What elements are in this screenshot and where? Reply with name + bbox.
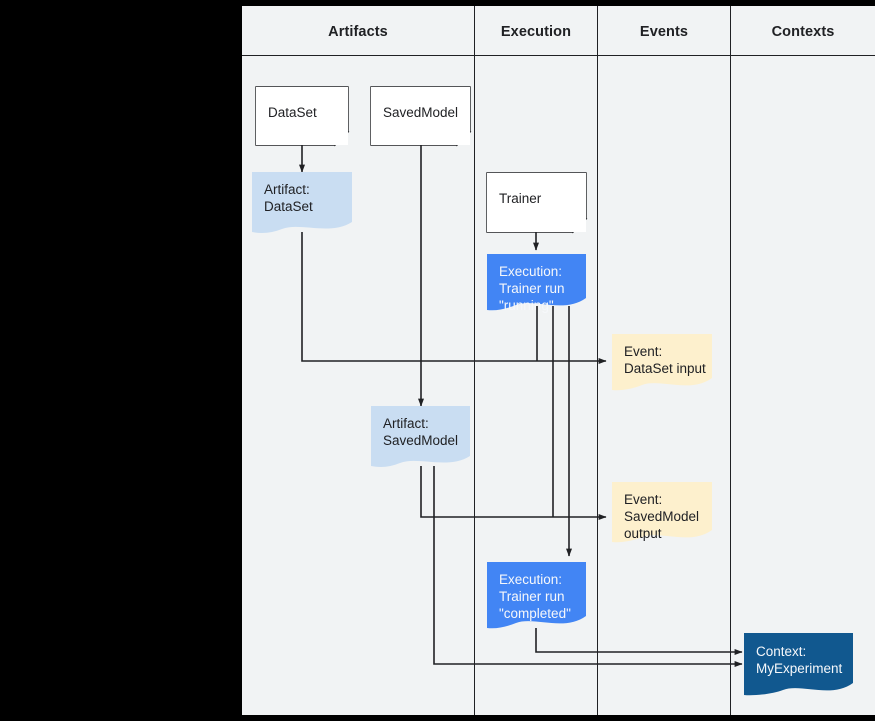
node-doc-savedmodel[interactable]: SavedModel xyxy=(371,87,470,145)
column-header-events: Events xyxy=(639,24,689,40)
node-event-dataset-input-label: Event: DataSet input xyxy=(624,344,706,376)
node-artifact-savedmodel-label: Artifact: SavedModel xyxy=(383,416,459,448)
node-event-dataset-input[interactable]: Event: DataSet input xyxy=(612,334,712,390)
node-artifact-dataset[interactable]: Artifact: DataSet xyxy=(252,172,352,232)
node-doc-dataset-label: DataSet xyxy=(268,105,317,120)
column-header-artifacts: Artifacts xyxy=(328,24,388,40)
node-execution-completed[interactable]: Execution: Trainer run "completed" xyxy=(487,562,586,628)
edge-artifact-savedmodel-to-context xyxy=(433,466,743,667)
node-context-myexperiment-label: Context: MyExperiment xyxy=(756,644,843,676)
node-context-myexperiment[interactable]: Context: MyExperiment xyxy=(744,633,853,695)
wavy-shapes xyxy=(252,172,853,696)
node-event-savedmodel-output-label: Event: SavedModel output xyxy=(624,492,700,541)
node-doc-trainer[interactable]: Trainer xyxy=(487,173,586,232)
node-execution-running[interactable]: Execution: Trainer run "running" xyxy=(487,254,586,313)
node-artifact-dataset-label: Artifact: DataSet xyxy=(264,182,313,214)
header-divider xyxy=(242,55,875,56)
node-artifact-savedmodel[interactable]: Artifact: SavedModel xyxy=(371,406,470,466)
column-header-execution: Execution xyxy=(500,24,572,40)
edge-artifact-dataset-to-event-dataset-input xyxy=(301,232,607,364)
node-event-savedmodel-output[interactable]: Event: SavedModel output xyxy=(612,482,712,542)
node-doc-trainer-label: Trainer xyxy=(499,191,542,206)
node-execution-running-label: Execution: Trainer run "running" xyxy=(499,264,565,313)
column-header-contexts: Contexts xyxy=(771,24,835,40)
edge-artifact-savedmodel-to-event-savedmodel-output xyxy=(420,466,607,520)
node-execution-completed-label: Execution: Trainer run "completed" xyxy=(499,572,571,621)
edge-execution-completed-to-context xyxy=(535,628,743,655)
node-doc-dataset[interactable]: DataSet xyxy=(256,87,348,145)
node-doc-savedmodel-label: SavedModel xyxy=(383,105,459,120)
column-divider-events-contexts xyxy=(730,6,731,715)
